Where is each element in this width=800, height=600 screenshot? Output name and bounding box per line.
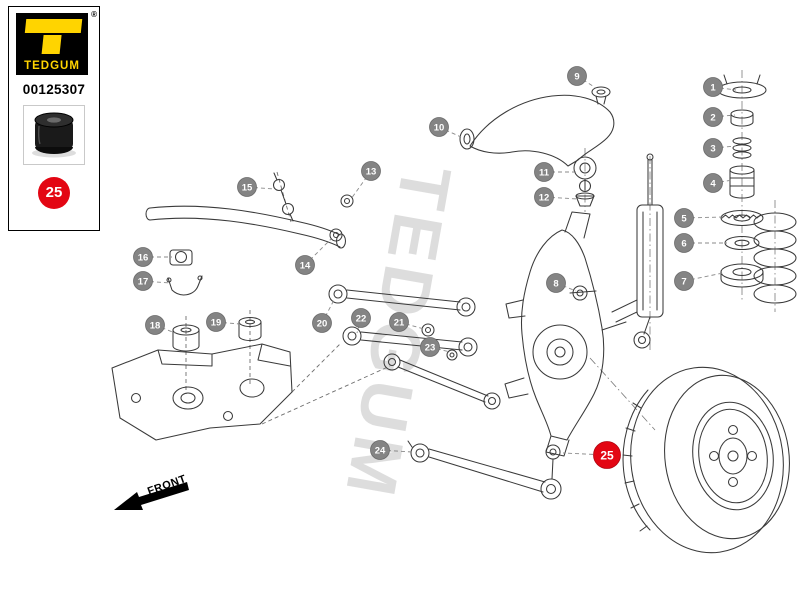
tedgum-logo-mark: TEDGUM bbox=[16, 13, 88, 75]
subframe-bushing-left bbox=[172, 324, 200, 352]
callout-7 bbox=[674, 271, 694, 291]
callout-label-18: 18 bbox=[150, 321, 161, 332]
callout-label-16: 16 bbox=[138, 253, 149, 264]
bar-bracket bbox=[167, 275, 203, 296]
lower-arm bbox=[407, 440, 562, 500]
product-photo bbox=[23, 105, 85, 165]
callout-18 bbox=[145, 315, 165, 335]
callout-label-11: 11 bbox=[539, 168, 550, 179]
callout-24 bbox=[370, 440, 390, 460]
callout-label-14: 14 bbox=[300, 261, 311, 272]
lateral-links bbox=[328, 284, 501, 410]
callout-label-7: 7 bbox=[681, 277, 686, 288]
callout-label-4: 4 bbox=[710, 179, 716, 190]
callout-5 bbox=[674, 208, 694, 228]
part-number: 00125307 bbox=[22, 82, 86, 97]
upper-control-arm bbox=[459, 86, 615, 207]
callout-label-19: 19 bbox=[211, 318, 222, 329]
ball-joint bbox=[573, 156, 597, 207]
callout-label-13: 13 bbox=[366, 167, 377, 178]
construction-lines bbox=[185, 70, 776, 431]
callout-label-17: 17 bbox=[138, 277, 149, 288]
callout-20 bbox=[312, 313, 332, 333]
callout-16 bbox=[133, 247, 153, 267]
callout-label-15: 15 bbox=[242, 183, 253, 194]
callout-12 bbox=[534, 187, 554, 207]
logo-text: TEDGUM bbox=[24, 60, 80, 72]
callout-21 bbox=[389, 312, 409, 332]
steering-knuckle bbox=[504, 211, 627, 457]
tedgum-logo: TEDGUM ® bbox=[15, 10, 97, 76]
watermark: TEDGUM bbox=[330, 159, 466, 507]
callout-25 bbox=[593, 441, 621, 469]
callout-13 bbox=[361, 161, 381, 181]
callout-label-2: 2 bbox=[710, 113, 715, 124]
callout-6 bbox=[674, 233, 694, 253]
callout-label-20: 20 bbox=[317, 319, 328, 330]
callout-label-1: 1 bbox=[710, 83, 716, 94]
callout-label-12: 12 bbox=[539, 193, 550, 204]
callout-1 bbox=[703, 77, 723, 97]
callout-label-5: 5 bbox=[681, 214, 687, 225]
callout-label-24: 24 bbox=[375, 446, 386, 457]
callout-10 bbox=[429, 117, 449, 137]
callout-23 bbox=[420, 337, 440, 357]
small-bushings bbox=[329, 194, 354, 242]
part-badge: 25 bbox=[38, 177, 70, 209]
bushing-photo bbox=[32, 112, 76, 158]
stabilizer-bar bbox=[145, 172, 354, 296]
callout-8 bbox=[546, 273, 566, 293]
callout-label-25: 25 bbox=[600, 449, 614, 463]
wheel-tire bbox=[622, 366, 790, 554]
subframe bbox=[111, 316, 293, 441]
callout-label-10: 10 bbox=[434, 123, 445, 134]
bar-bushing bbox=[169, 249, 193, 266]
callout-14 bbox=[295, 255, 315, 275]
callout-4 bbox=[703, 173, 723, 193]
callout-label-22: 22 bbox=[356, 314, 367, 325]
callout-2 bbox=[703, 107, 723, 127]
callout-label-6: 6 bbox=[681, 239, 686, 250]
callout-17 bbox=[133, 271, 153, 291]
callout-19 bbox=[206, 312, 226, 332]
front-arrow-icon bbox=[114, 482, 189, 510]
coil-spring bbox=[753, 212, 797, 304]
callout-9 bbox=[567, 66, 587, 86]
callout-label-9: 9 bbox=[574, 72, 579, 83]
callout-15 bbox=[237, 177, 257, 197]
stabilizer-link bbox=[272, 172, 295, 222]
callout-22 bbox=[351, 308, 371, 328]
callout-label-3: 3 bbox=[710, 144, 715, 155]
brand-panel: TEDGUM ® 00125307 25 bbox=[8, 6, 100, 231]
callout-label-8: 8 bbox=[553, 279, 558, 290]
front-arrow: FRONT bbox=[114, 473, 189, 510]
shock-absorber bbox=[569, 153, 664, 349]
callout-3 bbox=[703, 138, 723, 158]
callout-label-21: 21 bbox=[394, 318, 405, 329]
callout-label-23: 23 bbox=[425, 343, 436, 354]
arm-bushing bbox=[591, 86, 611, 98]
registered-mark: ® bbox=[91, 10, 97, 19]
callout-11 bbox=[534, 162, 554, 182]
